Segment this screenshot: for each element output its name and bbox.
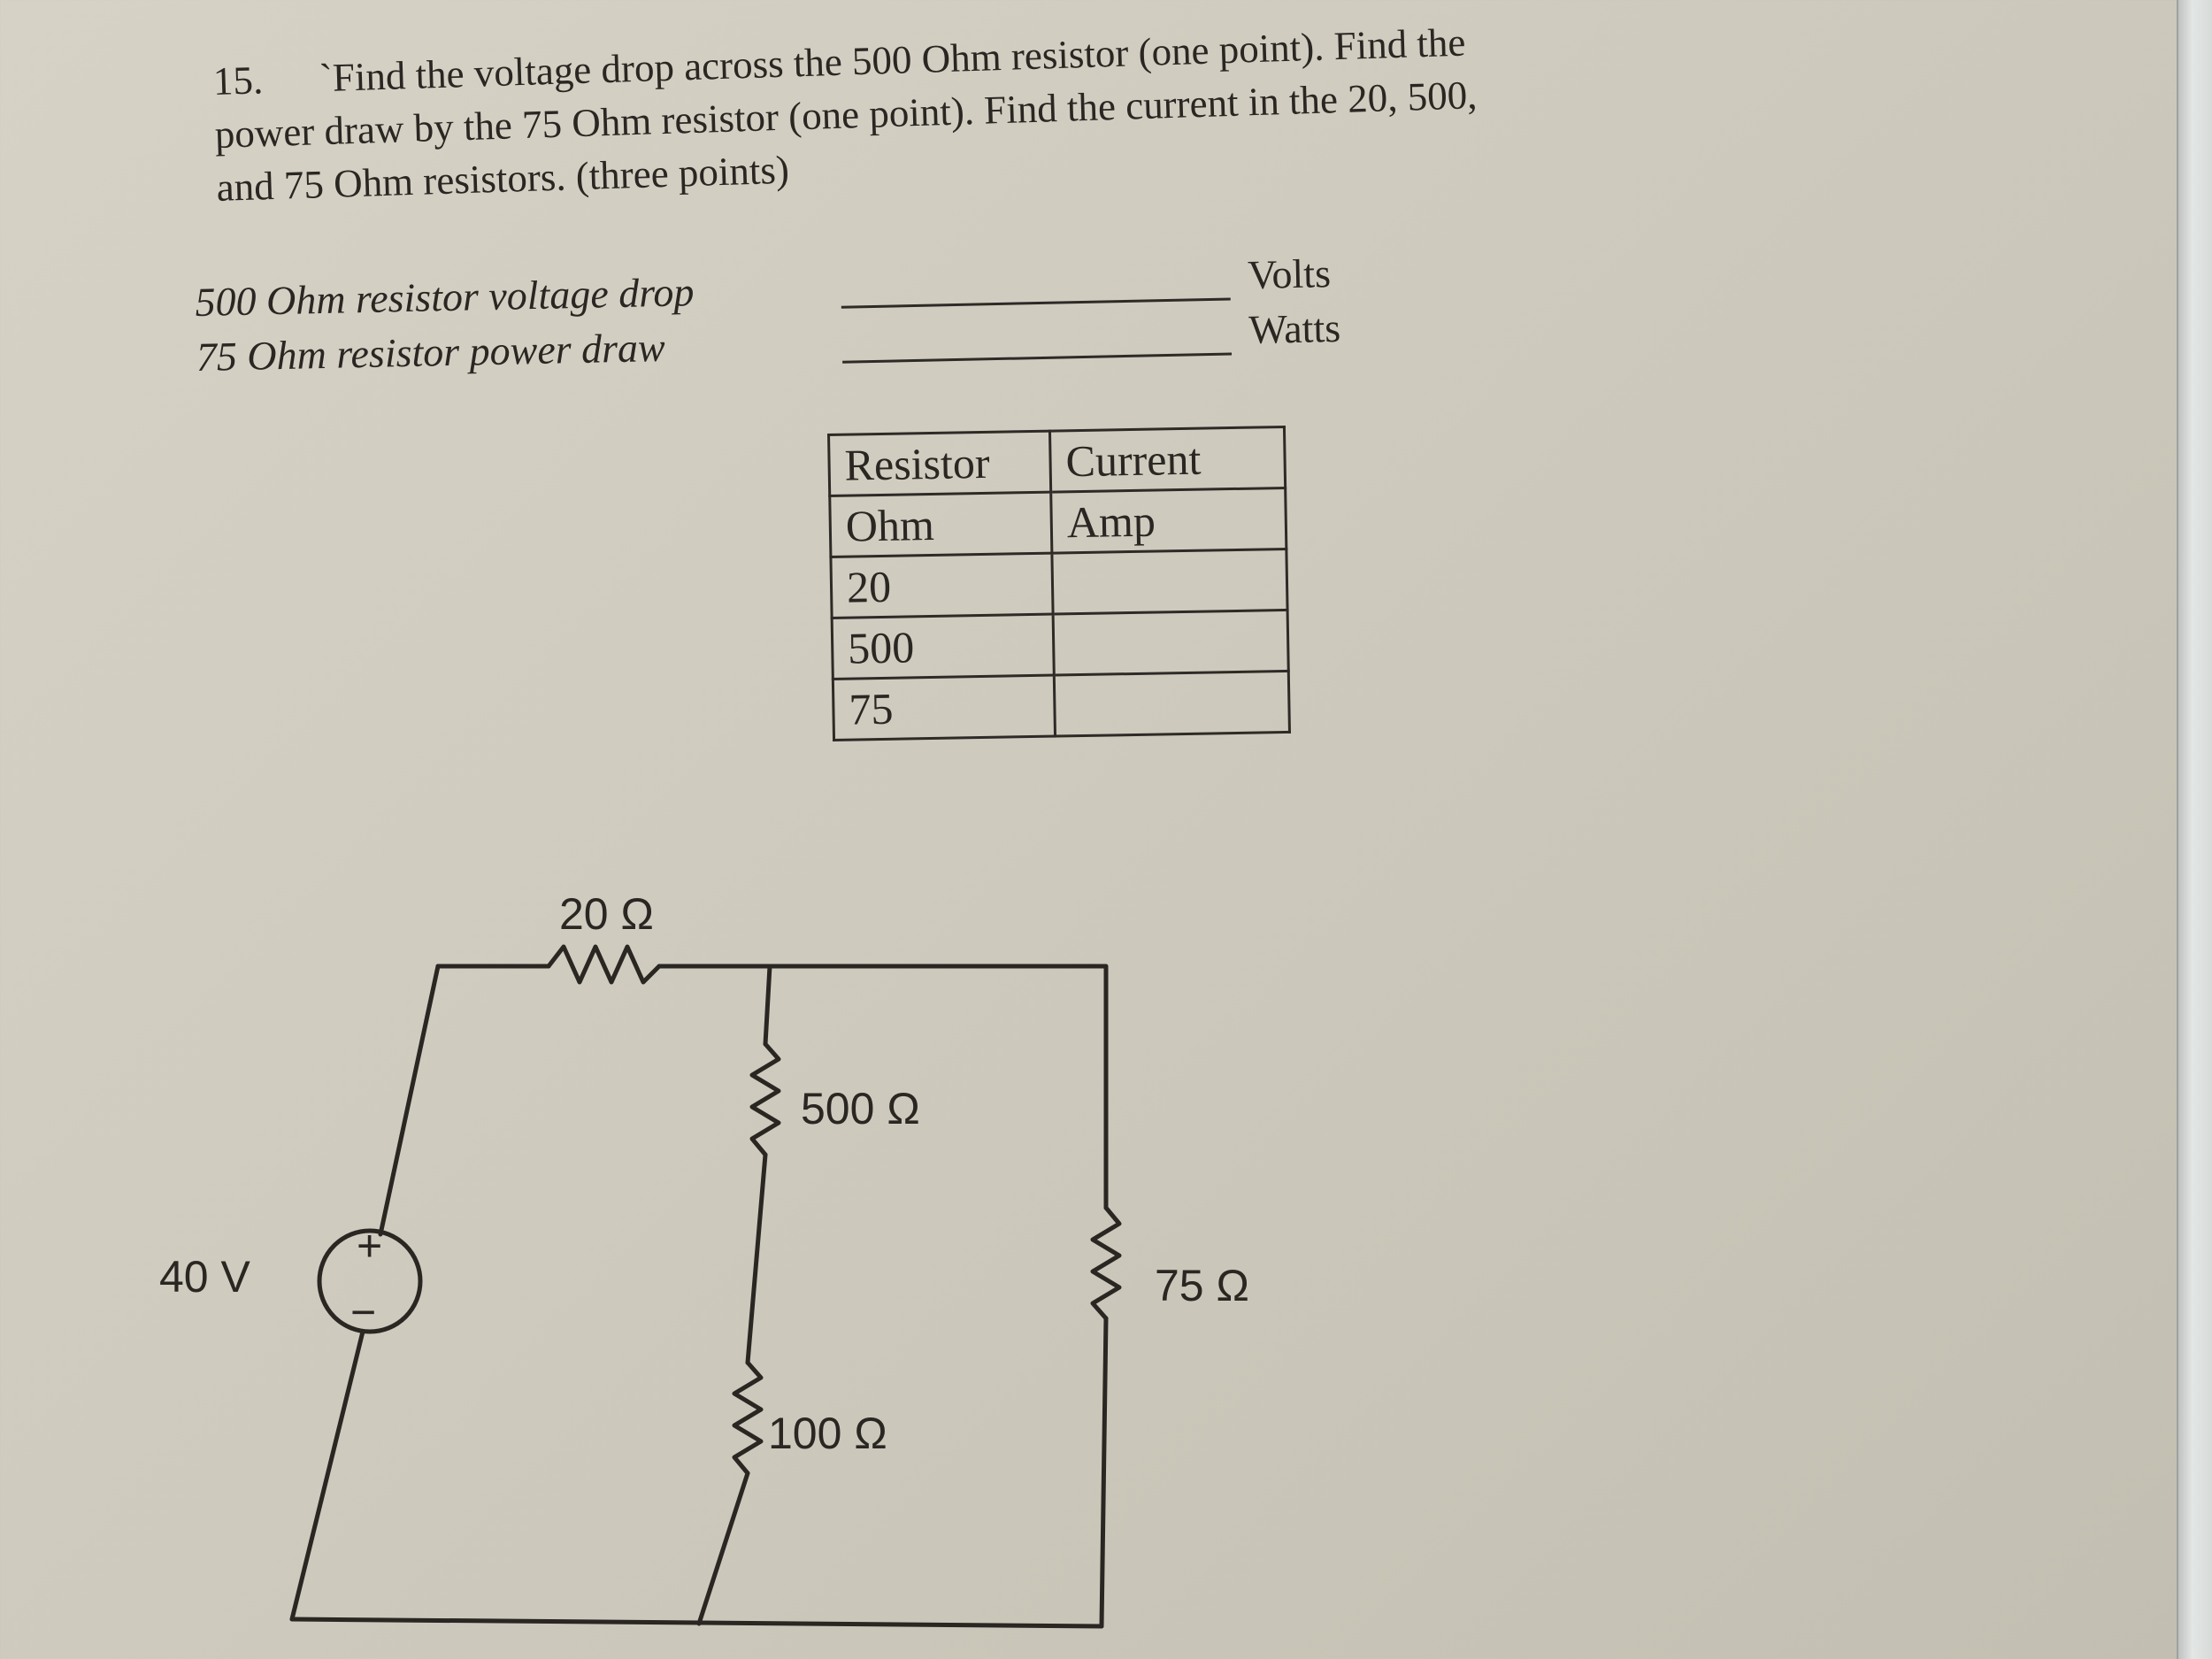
resistor-20-symbol: [546, 944, 662, 985]
wire-bottom: [289, 1617, 1104, 1629]
wire-middle-top: [763, 964, 772, 1047]
voltage-source-symbol: [317, 1228, 423, 1334]
resistor-20-label: 20 Ω: [559, 889, 654, 939]
resistor-75-symbol: [1090, 1205, 1122, 1321]
next-page-edge: [2177, 0, 2212, 1659]
wire-left-lower: [289, 1329, 365, 1622]
resistor-100-symbol: [732, 1360, 764, 1476]
wire-right-lower: [1099, 1316, 1109, 1629]
source-label: 40 V: [159, 1252, 251, 1302]
resistor-100-label: 100 Ω: [768, 1409, 887, 1458]
resistor-500-label: 500 Ω: [801, 1084, 920, 1133]
resistor-500-symbol: [749, 1041, 781, 1157]
wire-left-upper: [378, 964, 441, 1237]
wire-middle-bottom: [696, 1471, 750, 1626]
wire-middle-center: [745, 1152, 768, 1365]
wire-top-right: [657, 964, 1109, 1210]
source-plus-sign: +: [357, 1221, 382, 1271]
source-minus-sign: −: [350, 1287, 376, 1337]
resistor-75-label: 75 Ω: [1155, 1261, 1249, 1310]
